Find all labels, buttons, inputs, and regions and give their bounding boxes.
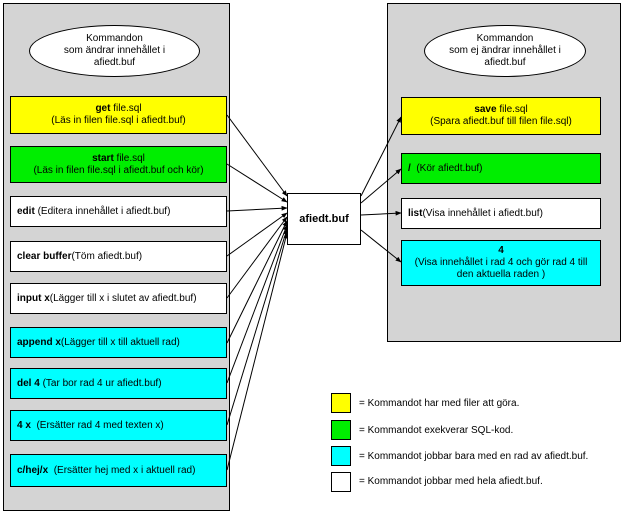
command-run: / (Kör afiedt.buf) — [401, 153, 601, 184]
command-desc: (Tar bor rad 4 ur afiedt.buf) — [42, 377, 162, 389]
arrow-4x — [226, 228, 288, 426]
command-name: / — [408, 162, 411, 174]
legend-swatch-yellow — [331, 393, 351, 413]
command-input-x: input x(Lägger till x i slutet av afiedt… — [10, 283, 227, 314]
left-ellipse-line: Kommandon — [86, 33, 143, 44]
arrow-get — [226, 114, 288, 197]
command-name: save — [474, 104, 497, 115]
command-desc: (Lägger till x i slutet av afiedt.buf) — [49, 292, 197, 304]
legend-swatch-cyan — [331, 446, 351, 466]
command-name: edit — [17, 205, 35, 217]
arrow-clear — [226, 212, 288, 257]
command-get: get file.sql (Läs in filen file.sql i af… — [10, 96, 227, 134]
left-ellipse-line: afiedt.buf — [93, 57, 136, 68]
command-desc: (Läs in filen file.sql i afiedt.buf och … — [33, 164, 204, 176]
command-desc: (Kör afiedt.buf) — [416, 162, 483, 174]
command-list: list(Visa innehållet i afiedt.buf) — [401, 198, 601, 229]
right-ellipse-line: afiedt.buf — [484, 57, 526, 68]
command-edit: edit (Editera innehållet i afiedt.buf) — [10, 196, 227, 227]
arrow-append — [226, 220, 288, 344]
left-ellipse: Kommandon som ändrar innehållet i afiedt… — [29, 25, 200, 77]
right-ellipse: Kommandon som ej ändrar innehållet i afi… — [424, 25, 586, 77]
command-clear-buffer: clear buffer(Töm afiedt.buf) — [10, 241, 227, 272]
command-show-row-4: 4 (Visa innehållet i rad 4 och gör rad 4… — [401, 240, 601, 286]
arrow-input — [226, 216, 288, 299]
legend-text: = Kommandot exekverar SQL-kod. — [359, 425, 514, 436]
command-arg: file.sql — [110, 103, 142, 114]
command-append-x: append x(Lägger till x till aktuell rad) — [10, 327, 227, 358]
command-name: c/hej/x — [17, 464, 49, 476]
legend-text: = Kommandot har med filer att göra. — [359, 398, 520, 409]
command-save: save file.sql (Spara afiedt.buf till fil… — [401, 97, 601, 135]
command-desc: (Visa innehållet i rad 4 och gör rad 4 t… — [414, 257, 588, 280]
command-start: start file.sql (Läs in filen file.sql i … — [10, 146, 227, 183]
command-name: start — [92, 152, 114, 164]
command-name: get — [95, 103, 111, 114]
legend-swatch-white — [331, 472, 351, 492]
command-desc: (Läs in filen file.sql i afiedt.buf) — [51, 115, 186, 126]
command-desc: (Spara afiedt.buf till filen file.sql) — [430, 116, 572, 127]
command-name: 4 x — [17, 419, 31, 431]
command-desc: (Töm afiedt.buf) — [71, 250, 143, 262]
arrow-edit — [226, 205, 288, 212]
arrow-start — [226, 163, 288, 203]
command-name: input x — [17, 292, 50, 304]
legend-text: = Kommandot jobbar bara med en rad av af… — [359, 451, 589, 462]
command-name: clear buffer — [17, 250, 72, 262]
command-arg: file.sql — [496, 104, 528, 115]
command-desc: (Visa innehållet i afiedt.buf) — [422, 207, 543, 219]
right-ellipse-line: Kommandon — [476, 33, 534, 44]
command-desc: (Lägger till x till aktuell rad) — [60, 336, 180, 348]
command-desc: (Ersätter rad 4 med texten x) — [36, 419, 164, 431]
afiedt-buffer-box: afiedt.buf — [287, 193, 361, 245]
legend-text: = Kommandot jobbar med hela afiedt.buf. — [359, 476, 543, 487]
command-name: 4 — [498, 245, 504, 256]
command-desc: (Editera innehållet i afiedt.buf) — [37, 205, 171, 217]
legend-swatch-green — [331, 420, 351, 440]
command-arg: file.sql — [113, 152, 145, 164]
command-desc: (Ersätter hej med x i aktuell rad) — [53, 464, 196, 476]
command-name: append x — [17, 336, 61, 348]
command-name: del 4 — [17, 377, 40, 389]
command-del-4: del 4 (Tar bor rad 4 ur afiedt.buf) — [10, 368, 227, 399]
command-c-hej-x: c/hej/x (Ersätter hej med x i aktuell ra… — [10, 454, 227, 487]
command-name: list — [408, 207, 423, 219]
right-ellipse-line: som ej ändrar innehållet i — [449, 45, 561, 56]
arrow-chejx — [226, 232, 289, 471]
arrow-del — [226, 224, 288, 384]
afiedt-buffer-label: afiedt.buf — [299, 213, 349, 225]
command-4-x: 4 x (Ersätter rad 4 med texten x) — [10, 410, 227, 441]
left-ellipse-line: som ändrar innehållet i — [63, 45, 166, 56]
